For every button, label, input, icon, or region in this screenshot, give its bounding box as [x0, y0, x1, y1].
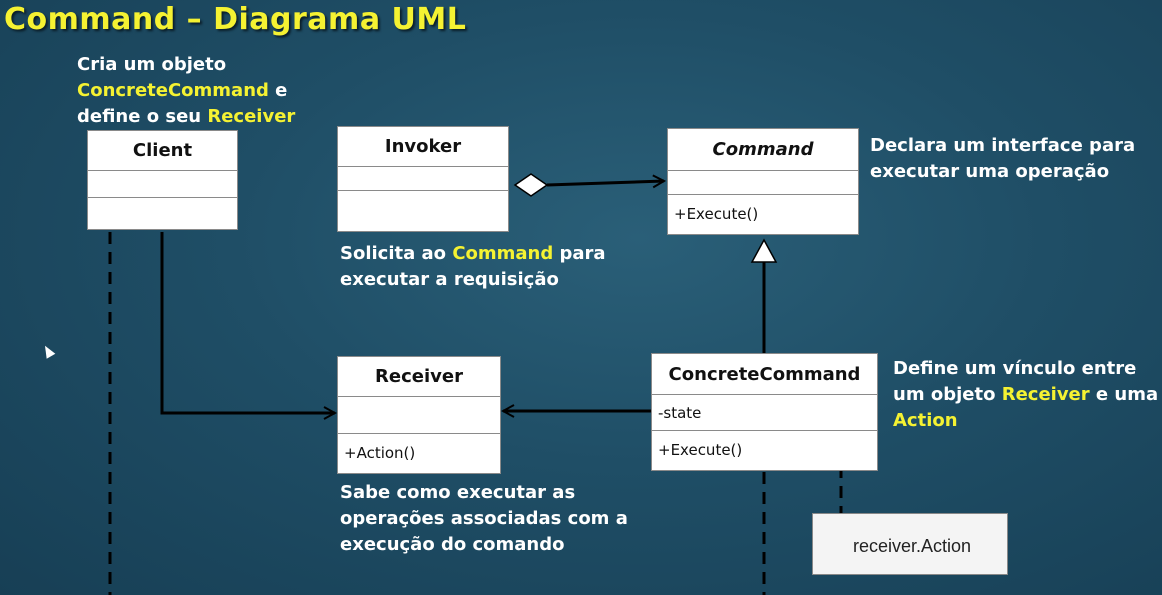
- concrete-command-class[interactable]: ConcreteCommand -state +Execute(): [651, 353, 878, 471]
- invoker-attributes: [338, 167, 508, 191]
- code-note-text: receiver.Action: [853, 536, 972, 556]
- command-class-name: Command: [668, 129, 858, 171]
- command-note-line1: Declara um interface para: [870, 135, 1136, 156]
- concrete-command-method: +Execute(): [658, 441, 743, 459]
- command-method: +Execute(): [674, 205, 759, 223]
- receiver-note: Sabe como executar as operações associad…: [340, 480, 628, 558]
- page-title: Command – Diagrama UML: [4, 2, 467, 37]
- aggregation-diamond: [513, 173, 549, 197]
- invoker-class-name: Invoker: [338, 127, 508, 167]
- invoker-command-aggregation: [546, 181, 664, 185]
- concrete-note-hl: Receiver: [1001, 384, 1090, 405]
- client-note-rest: e: [268, 80, 288, 101]
- client-class[interactable]: Client: [87, 130, 238, 230]
- invoker-note: Solicita ao Command para executar a requ…: [340, 241, 606, 293]
- client-receiver-association: [160, 232, 335, 413]
- concrete-note-pre: um objeto: [893, 384, 1002, 405]
- receiver-note-line1: Sabe como executar as: [340, 482, 576, 503]
- command-attributes: [668, 171, 858, 195]
- generalization-triangle: [750, 238, 778, 263]
- receiver-method: +Action(): [344, 444, 416, 462]
- invoker-methods: [338, 191, 508, 231]
- concrete-note: Define um vínculo entre um objeto Receiv…: [893, 356, 1158, 434]
- command-note: Declara um interface para executar uma o…: [870, 133, 1135, 185]
- concrete-note-post: e uma: [1089, 384, 1159, 405]
- receiver-note-line2: operações associadas com a: [340, 508, 628, 529]
- invoker-note-line2: executar a requisição: [340, 269, 559, 290]
- client-attributes: [88, 171, 237, 198]
- concrete-command-class-name: ConcreteCommand: [652, 354, 877, 395]
- invoker-note-pre: Solicita ao: [340, 243, 453, 264]
- client-note-line2: ConcreteCommand e: [77, 78, 295, 104]
- command-note-line2: executar uma operação: [870, 161, 1110, 182]
- client-note-line1: Cria um objeto: [77, 54, 227, 75]
- client-note-line3: define o seu Receiver: [77, 104, 295, 130]
- invoker-note-line1: Solicita ao Command para: [340, 241, 606, 267]
- receiver-class-name: Receiver: [338, 357, 500, 397]
- receiver-class[interactable]: Receiver +Action(): [337, 356, 501, 474]
- invoker-note-hl: Command: [452, 243, 554, 264]
- client-note: Cria um objeto ConcreteCommand e define …: [77, 52, 295, 130]
- client-note-pre: define o seu: [77, 106, 208, 127]
- concrete-note-line2: um objeto Receiver e uma: [893, 382, 1158, 408]
- client-note-hl: ConcreteCommand: [77, 80, 269, 101]
- code-note-box: receiver.Action: [812, 513, 1008, 575]
- concrete-note-line3: Action: [893, 410, 958, 431]
- concrete-command-attribute: -state: [652, 395, 877, 431]
- receiver-note-line3: execução do comando: [340, 534, 565, 555]
- concrete-note-line1: Define um vínculo entre: [893, 358, 1137, 379]
- client-methods: [88, 198, 237, 229]
- receiver-attributes: [338, 397, 500, 434]
- client-note-hl2: Receiver: [207, 106, 296, 127]
- invoker-class[interactable]: Invoker: [337, 126, 509, 232]
- invoker-note-post: para: [553, 243, 606, 264]
- client-class-name: Client: [88, 131, 237, 171]
- command-class[interactable]: Command +Execute(): [667, 128, 859, 235]
